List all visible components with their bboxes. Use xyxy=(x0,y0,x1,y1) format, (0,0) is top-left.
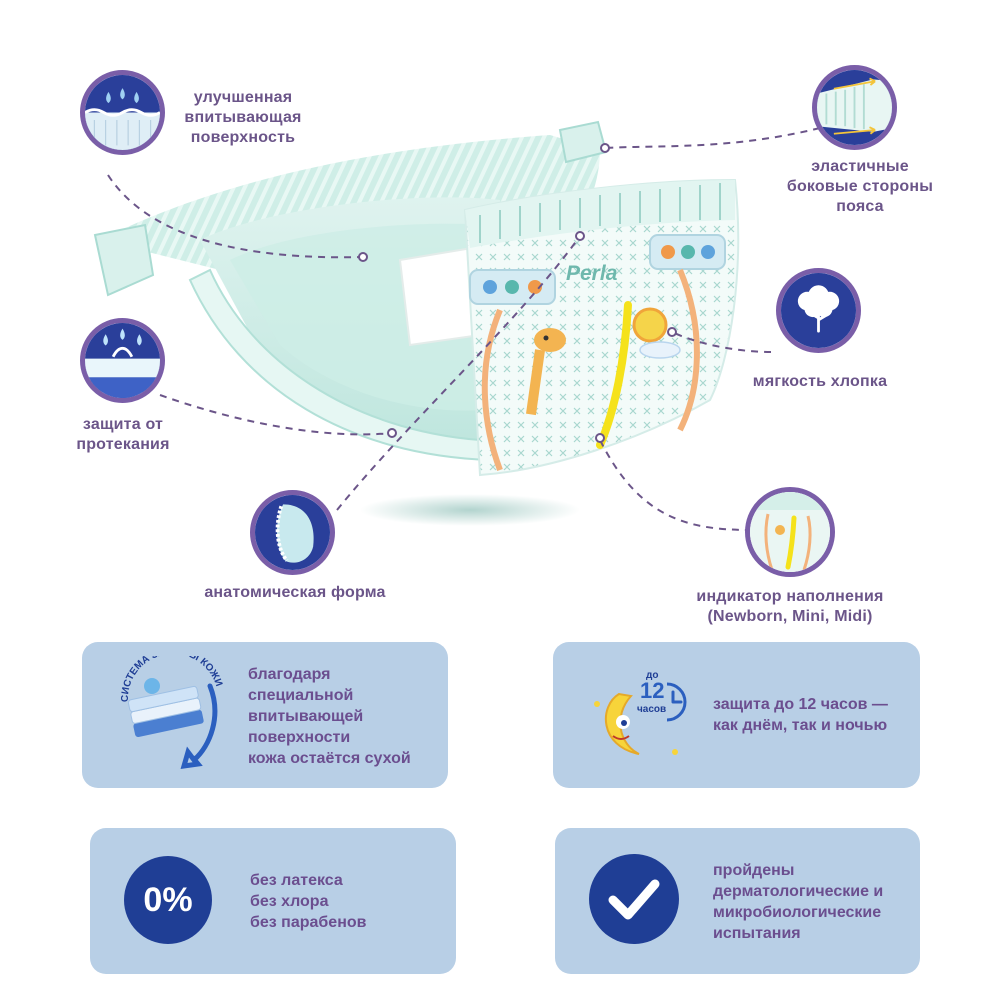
leak-protection-icon xyxy=(80,318,165,403)
diaper-illustration xyxy=(93,120,740,526)
wetness-indicator-icon xyxy=(745,487,835,577)
anatomic-shape-icon xyxy=(250,490,335,575)
cotton-softness-icon xyxy=(776,268,861,353)
absorbent-surface-icon xyxy=(80,70,165,155)
skin-protection-text: благодаря специальной впитывающей поверх… xyxy=(248,666,411,767)
zero-percent-panel: 0% без латекса без хлора без парабенов xyxy=(90,828,456,974)
wetness-indicator-label: индикатор наполнения (Newborn, Mini, Mid… xyxy=(696,588,884,625)
skin-protection-panel: СИСТЕМА ЗАЩИТЫ КОЖИ благодаря специально… xyxy=(82,642,448,788)
twelve-hours-badge-top: до xyxy=(646,670,659,681)
checkmark-badge xyxy=(589,854,679,944)
twelve-hours-badge-bottom: часов xyxy=(637,704,667,715)
elastic-sides-label: эластичные боковые стороны пояса xyxy=(786,158,934,215)
zero-percent-badge: 0% xyxy=(124,856,212,944)
twelve-hours-badge-number: 12 xyxy=(640,678,665,703)
twelve-hours-text: защита до 12 часов — как днём, так и ноч… xyxy=(713,696,888,734)
tested-panel: пройдены дерматологические и микробиолог… xyxy=(555,828,920,974)
tested-text: пройдены дерматологические и микробиолог… xyxy=(713,862,884,942)
elastic-sides-icon xyxy=(812,65,897,150)
cotton-softness-label: мягкость хлопка xyxy=(752,373,888,390)
leak-protection-label: защита от протекания xyxy=(76,416,170,453)
absorbent-surface-label: улучшенная впитывающая поверхность xyxy=(184,89,302,146)
zero-percent-text: без латекса без хлора без парабенов xyxy=(250,872,367,931)
zero-percent-badge-text: 0% xyxy=(143,880,193,919)
anatomic-shape-label: анатомическая форма xyxy=(204,584,386,601)
checkmark-icon xyxy=(608,879,660,920)
twelve-hours-panel: до 12 часов защита до 12 часов — как днё… xyxy=(553,642,920,788)
skin-protection-layers-icon: СИСТЕМА ЗАЩИТЫ КОЖИ xyxy=(120,656,224,770)
moon-clock-icon xyxy=(594,682,687,755)
perla-logo: Perla xyxy=(566,262,618,285)
